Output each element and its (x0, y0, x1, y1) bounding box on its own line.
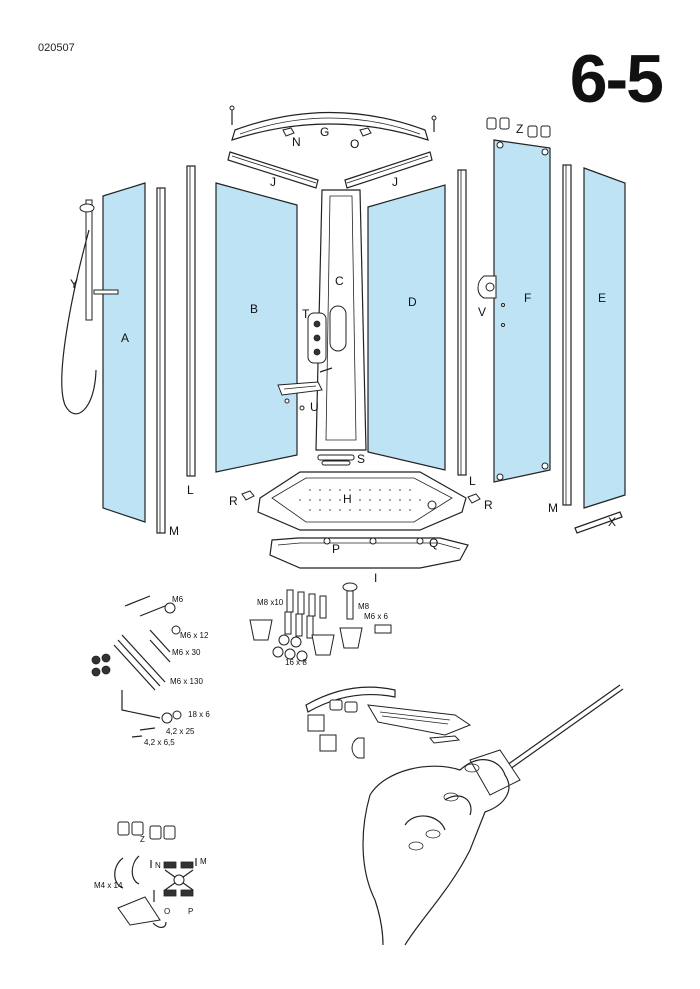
label-m-kit: M (200, 857, 207, 866)
label-o-small: O (164, 907, 170, 916)
label-z-small: Z (140, 835, 145, 844)
drain-s (317, 454, 355, 466)
label-f: F (524, 291, 531, 305)
label-p-small: P (188, 907, 193, 916)
hardware-kit-small-parts (114, 821, 197, 928)
label-y: Y (70, 277, 78, 291)
glass-panel-b (215, 182, 298, 473)
label-g: G (320, 125, 329, 139)
label-j-left: J (270, 175, 276, 189)
label-s: S (357, 452, 365, 466)
label-c: C (335, 274, 344, 288)
rail-j-left (227, 151, 319, 189)
hw-m6x12: M6 x 12 (180, 631, 209, 640)
label-q: Q (429, 536, 438, 550)
model-number: 6-5 (569, 41, 664, 117)
label-r-left: R (229, 494, 238, 508)
strip-x (574, 511, 623, 534)
shower-hose-y (61, 199, 119, 415)
thermostat-t (307, 312, 327, 364)
label-m-left: M (169, 524, 179, 538)
label-n: N (292, 135, 301, 149)
hardware-kit-feet (249, 582, 392, 662)
hw-m8x10: M8 x10 (257, 598, 284, 607)
hw-m6: M6 (172, 595, 184, 604)
door-handle-v (477, 275, 497, 299)
label-e: E (598, 291, 606, 305)
shower-tray-h (257, 471, 467, 531)
hinges-z (486, 117, 551, 138)
hw-16x8: 16 x 8 (285, 658, 307, 667)
label-o: O (350, 137, 359, 151)
parts-shelf-brackets (305, 686, 472, 759)
tray-foot-r-right (467, 493, 481, 504)
label-p: P (332, 542, 340, 556)
label-d: D (408, 295, 417, 309)
hw-m6x30: M6 x 30 (172, 648, 201, 657)
label-z: Z (516, 122, 523, 136)
label-l-right: L (469, 474, 476, 488)
glass-panel-d (367, 184, 446, 471)
hardware-kit-rods (91, 595, 182, 738)
label-v: V (478, 305, 486, 319)
label-m-right: M (548, 501, 558, 515)
hw-m6x130: M6 x 130 (170, 677, 203, 686)
label-i: I (374, 571, 377, 585)
label-n-small: N (155, 861, 161, 870)
profile-m-right (562, 164, 572, 506)
profile-l-left (186, 165, 196, 477)
glass-panel-a (102, 182, 146, 523)
front-apron-i (269, 537, 469, 569)
hw-m4x14: M4 x 14 (94, 881, 123, 890)
top-frame-g (229, 105, 437, 141)
profile-l-right (457, 169, 467, 476)
profile-m-left (156, 187, 166, 534)
hw-42x65: 4,2 x 6,5 (144, 738, 175, 747)
label-l-left: L (187, 483, 194, 497)
hw-42x25: 4,2 x 25 (166, 727, 195, 736)
label-t: T (302, 307, 310, 321)
document-code: 020507 (38, 42, 75, 54)
hand-with-screwdriver (362, 684, 624, 946)
rail-j-right (344, 151, 433, 189)
glass-door-f (493, 139, 551, 483)
tray-foot-r-left (241, 490, 255, 501)
label-b: B (250, 302, 258, 316)
glass-panel-e (583, 167, 626, 509)
label-x: X (608, 515, 616, 529)
label-r-right: R (484, 498, 493, 512)
soap-shelf-u (277, 367, 333, 411)
label-h: H (343, 492, 352, 506)
hw-m6x6: M6 x 6 (364, 612, 389, 621)
hw-18x6: 18 x 6 (188, 710, 210, 719)
label-j-right: J (392, 175, 398, 189)
label-u: U (310, 400, 319, 414)
hw-m8: M8 (358, 602, 370, 611)
label-a: A (121, 331, 129, 345)
